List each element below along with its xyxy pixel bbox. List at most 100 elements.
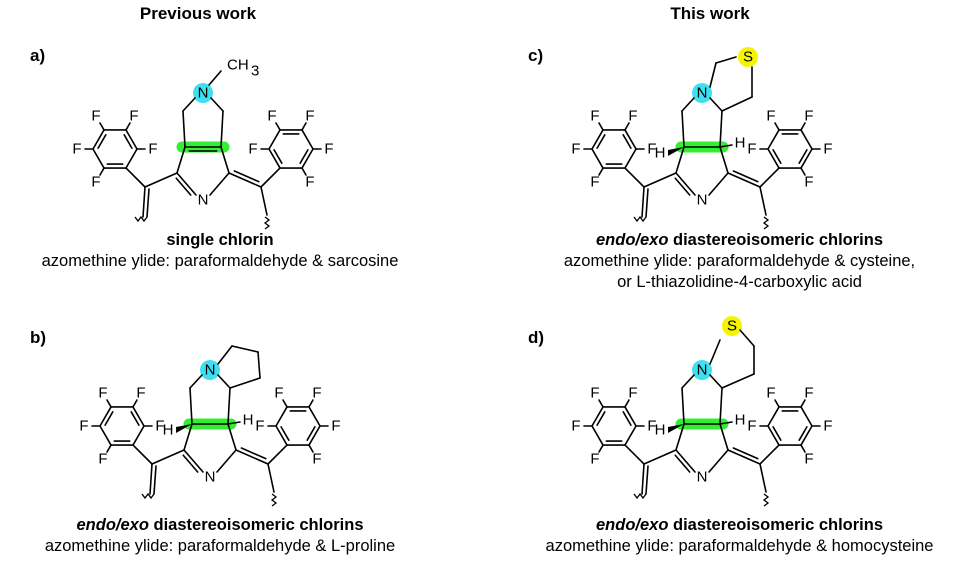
aryl-bond: [132, 425, 145, 446]
aryl-link: [125, 167, 146, 188]
aryl-bond: [800, 148, 813, 169]
bond: [217, 374, 231, 389]
bond: [675, 423, 685, 451]
aryl-link: [759, 167, 780, 188]
fluorine-label: F: [628, 385, 637, 402]
aryl-bond: [268, 148, 281, 169]
caption-c: endo/exo diastereoisomeric chlorins azom…: [500, 230, 979, 293]
c-f-bond: [125, 122, 131, 131]
bond: [176, 172, 197, 196]
pyrroline-nitrogen: N: [205, 469, 216, 486]
sulfur-highlight: [738, 47, 758, 67]
fluorine-label: F: [331, 418, 340, 435]
caption-c-title-rest: diastereoisomeric chlorins: [668, 231, 884, 249]
c-f-bond: [275, 122, 281, 131]
c-f-bond: [308, 444, 314, 453]
caption-a: single chlorin azomethine ylide: parafor…: [0, 230, 440, 272]
fluorine-label: F: [590, 108, 599, 125]
bond: [643, 449, 677, 465]
bond: [739, 329, 755, 347]
bond: [153, 465, 157, 495]
fluorine-label: F: [248, 141, 257, 158]
bond: [183, 423, 193, 451]
fluorine-label: F: [590, 173, 599, 190]
fluorine-label: F: [312, 385, 321, 402]
caption-d-title: endo/exo diastereoisomeric chlorins: [500, 515, 979, 536]
fluorine-label: F: [571, 418, 580, 435]
c-f-bond: [800, 399, 806, 408]
aryl-bond: [301, 148, 314, 169]
fluorine-label: F: [747, 418, 756, 435]
bond: [216, 449, 237, 473]
pyrroline-nitrogen: N: [697, 469, 708, 486]
panel-letter-b: b): [30, 328, 47, 347]
bond: [189, 387, 193, 425]
panel-letter-d: d): [528, 328, 545, 347]
panel-letter-c: c): [528, 46, 544, 65]
c-f-bond: [132, 399, 138, 408]
bond: [176, 146, 186, 174]
wavy-bond: [141, 492, 155, 500]
aryl-link: [260, 167, 281, 188]
bond: [208, 70, 222, 86]
bond: [681, 97, 695, 112]
fluorine-label: F: [136, 385, 145, 402]
bond: [675, 146, 685, 174]
bond: [210, 97, 224, 112]
aryl-link: [132, 444, 153, 465]
c-f-bond: [774, 122, 780, 131]
c-f-bond: [800, 167, 806, 176]
bond: [675, 172, 696, 196]
aryl-bond: [622, 134, 632, 149]
bond: [233, 170, 260, 183]
aryl-bond: [92, 129, 105, 150]
aryl-bond: [767, 406, 780, 427]
aryl-bond: [772, 149, 782, 164]
c-f-bond: [301, 122, 307, 131]
bond: [719, 144, 733, 148]
caption-d-title-italic: endo/exo: [595, 516, 669, 534]
aryl-bond: [306, 426, 316, 441]
c-f-bond: [800, 444, 806, 453]
caption-c-title: endo/exo diastereoisomeric chlorins: [500, 230, 979, 251]
aryl-bond: [800, 129, 813, 150]
hydrogen-label: H: [163, 422, 174, 439]
heading-this-work: This work: [670, 4, 750, 23]
aryl-bond: [299, 149, 309, 164]
fluorine-label: F: [766, 385, 775, 402]
sulfur-label: S: [727, 318, 737, 335]
bond: [721, 373, 755, 389]
bond: [227, 387, 231, 425]
aryl-bond: [624, 148, 637, 169]
caption-b: endo/exo diastereoisomeric chlorins azom…: [0, 515, 440, 557]
sulfur-highlight: [722, 316, 742, 336]
panel-letter-a: a): [30, 46, 46, 65]
fluorine-label: F: [148, 141, 157, 158]
fluorine-label: F: [91, 173, 100, 190]
caption-c-subtitle: azomethine ylide: paraformaldehyde & cys…: [563, 252, 916, 270]
bond: [727, 449, 761, 465]
aryl-bond: [99, 406, 112, 427]
caption-d-title-rest: diastereoisomeric chlorins: [668, 516, 884, 534]
bond: [732, 447, 759, 460]
aryl-bond: [123, 134, 133, 149]
pyrrolidine-nitrogen: N: [198, 85, 209, 102]
wavy-bond: [762, 493, 770, 507]
bond: [681, 387, 685, 425]
hydrogen-label: H: [735, 412, 746, 429]
bond: [708, 172, 729, 196]
methyl-subscript: 3: [251, 63, 259, 80]
aryl-bond: [591, 148, 604, 169]
fluorine-label: F: [98, 450, 107, 467]
c-f-bond: [598, 167, 604, 176]
fluorine-label: F: [129, 108, 138, 125]
bond: [220, 146, 230, 174]
fluorine-label: F: [312, 450, 321, 467]
aryl-link: [759, 444, 780, 465]
caption-b-title-italic: endo/exo: [76, 516, 149, 534]
fluorine-label: F: [571, 141, 580, 158]
